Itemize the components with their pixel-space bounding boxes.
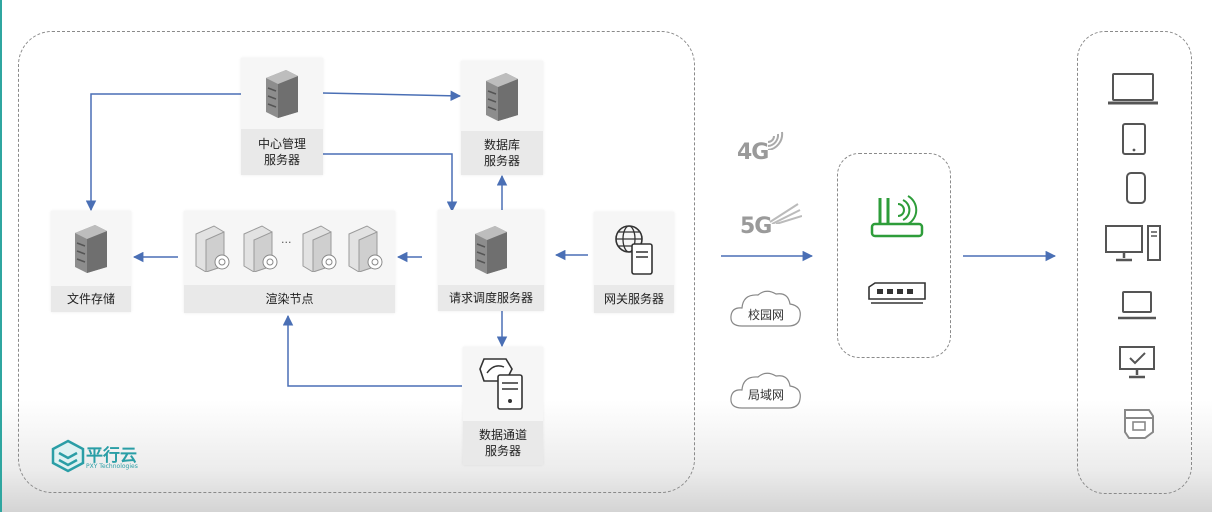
render-nodes-node: ... 渲染节点 bbox=[184, 211, 395, 313]
globe-server-icon bbox=[615, 225, 653, 275]
campus-network-label: 校园网 bbox=[747, 308, 784, 322]
database-label: 数据库 服务器 bbox=[461, 131, 543, 175]
laptop-icon bbox=[1118, 291, 1156, 320]
label-5g: 5G bbox=[740, 214, 772, 239]
tablet-icon bbox=[1122, 123, 1146, 155]
signal-waves-icon bbox=[769, 203, 802, 224]
center-mgmt-label: 中心管理 服务器 bbox=[241, 129, 323, 175]
company-logo-subtitle: PXY Technologies bbox=[86, 463, 138, 470]
data-channel-label: 数据通道 服务器 bbox=[463, 421, 543, 465]
gateway-label: 网关服务器 bbox=[594, 285, 674, 313]
render-ellipsis: ... bbox=[281, 233, 292, 246]
arrow-mgmt-to-file bbox=[85, 93, 242, 212]
server-icon bbox=[486, 73, 518, 121]
server-icon bbox=[266, 70, 298, 118]
phone-icon bbox=[1126, 172, 1146, 204]
left-edge-bar bbox=[0, 0, 2, 512]
company-logo-name: 平行云 bbox=[86, 446, 137, 466]
request-dispatch-label: 请求调度服务器 bbox=[438, 285, 544, 311]
desktop-computer-icon bbox=[1105, 225, 1161, 262]
network-device-group bbox=[837, 153, 951, 358]
laptop-icon bbox=[1108, 73, 1158, 105]
shield-server-icon bbox=[479, 358, 523, 410]
vr-headset-icon bbox=[1124, 409, 1154, 439]
render-server-icon bbox=[302, 225, 337, 272]
file-storage-label: 文件存储 bbox=[51, 286, 131, 312]
client-device-group bbox=[1077, 31, 1192, 494]
signal-waves-icon bbox=[767, 131, 784, 150]
request-dispatch-server-node: 请求调度服务器 bbox=[438, 210, 544, 311]
render-server-icon bbox=[243, 225, 278, 272]
server-icon bbox=[475, 226, 507, 274]
cloud-icon bbox=[730, 290, 801, 327]
render-server-icon bbox=[195, 225, 230, 272]
cloud-icon bbox=[730, 372, 801, 409]
render-nodes-label: 渲染节点 bbox=[184, 285, 395, 313]
server-icon bbox=[75, 225, 107, 273]
arrow-channel-to-render bbox=[282, 314, 462, 387]
monitor-check-icon bbox=[1119, 346, 1155, 379]
arrow-mgmt-to-dispatch bbox=[322, 153, 458, 213]
render-server-icon bbox=[348, 225, 383, 272]
gateway-server-node: 网关服务器 bbox=[594, 212, 674, 313]
label-4g: 4G bbox=[737, 140, 769, 165]
network-switch-icon bbox=[868, 282, 926, 304]
company-logo-icon bbox=[51, 439, 85, 473]
data-channel-server-node: 数据通道 服务器 bbox=[463, 347, 543, 465]
lan-label: 局域网 bbox=[747, 388, 784, 402]
arrow-mgmt-to-db bbox=[321, 90, 462, 102]
wifi-router-icon bbox=[870, 195, 924, 238]
file-storage-node: 文件存储 bbox=[51, 211, 131, 312]
server-cluster-group bbox=[18, 31, 695, 493]
center-mgmt-server-node: 中心管理 服务器 bbox=[241, 58, 323, 175]
database-server-node: 数据库 服务器 bbox=[461, 61, 543, 175]
